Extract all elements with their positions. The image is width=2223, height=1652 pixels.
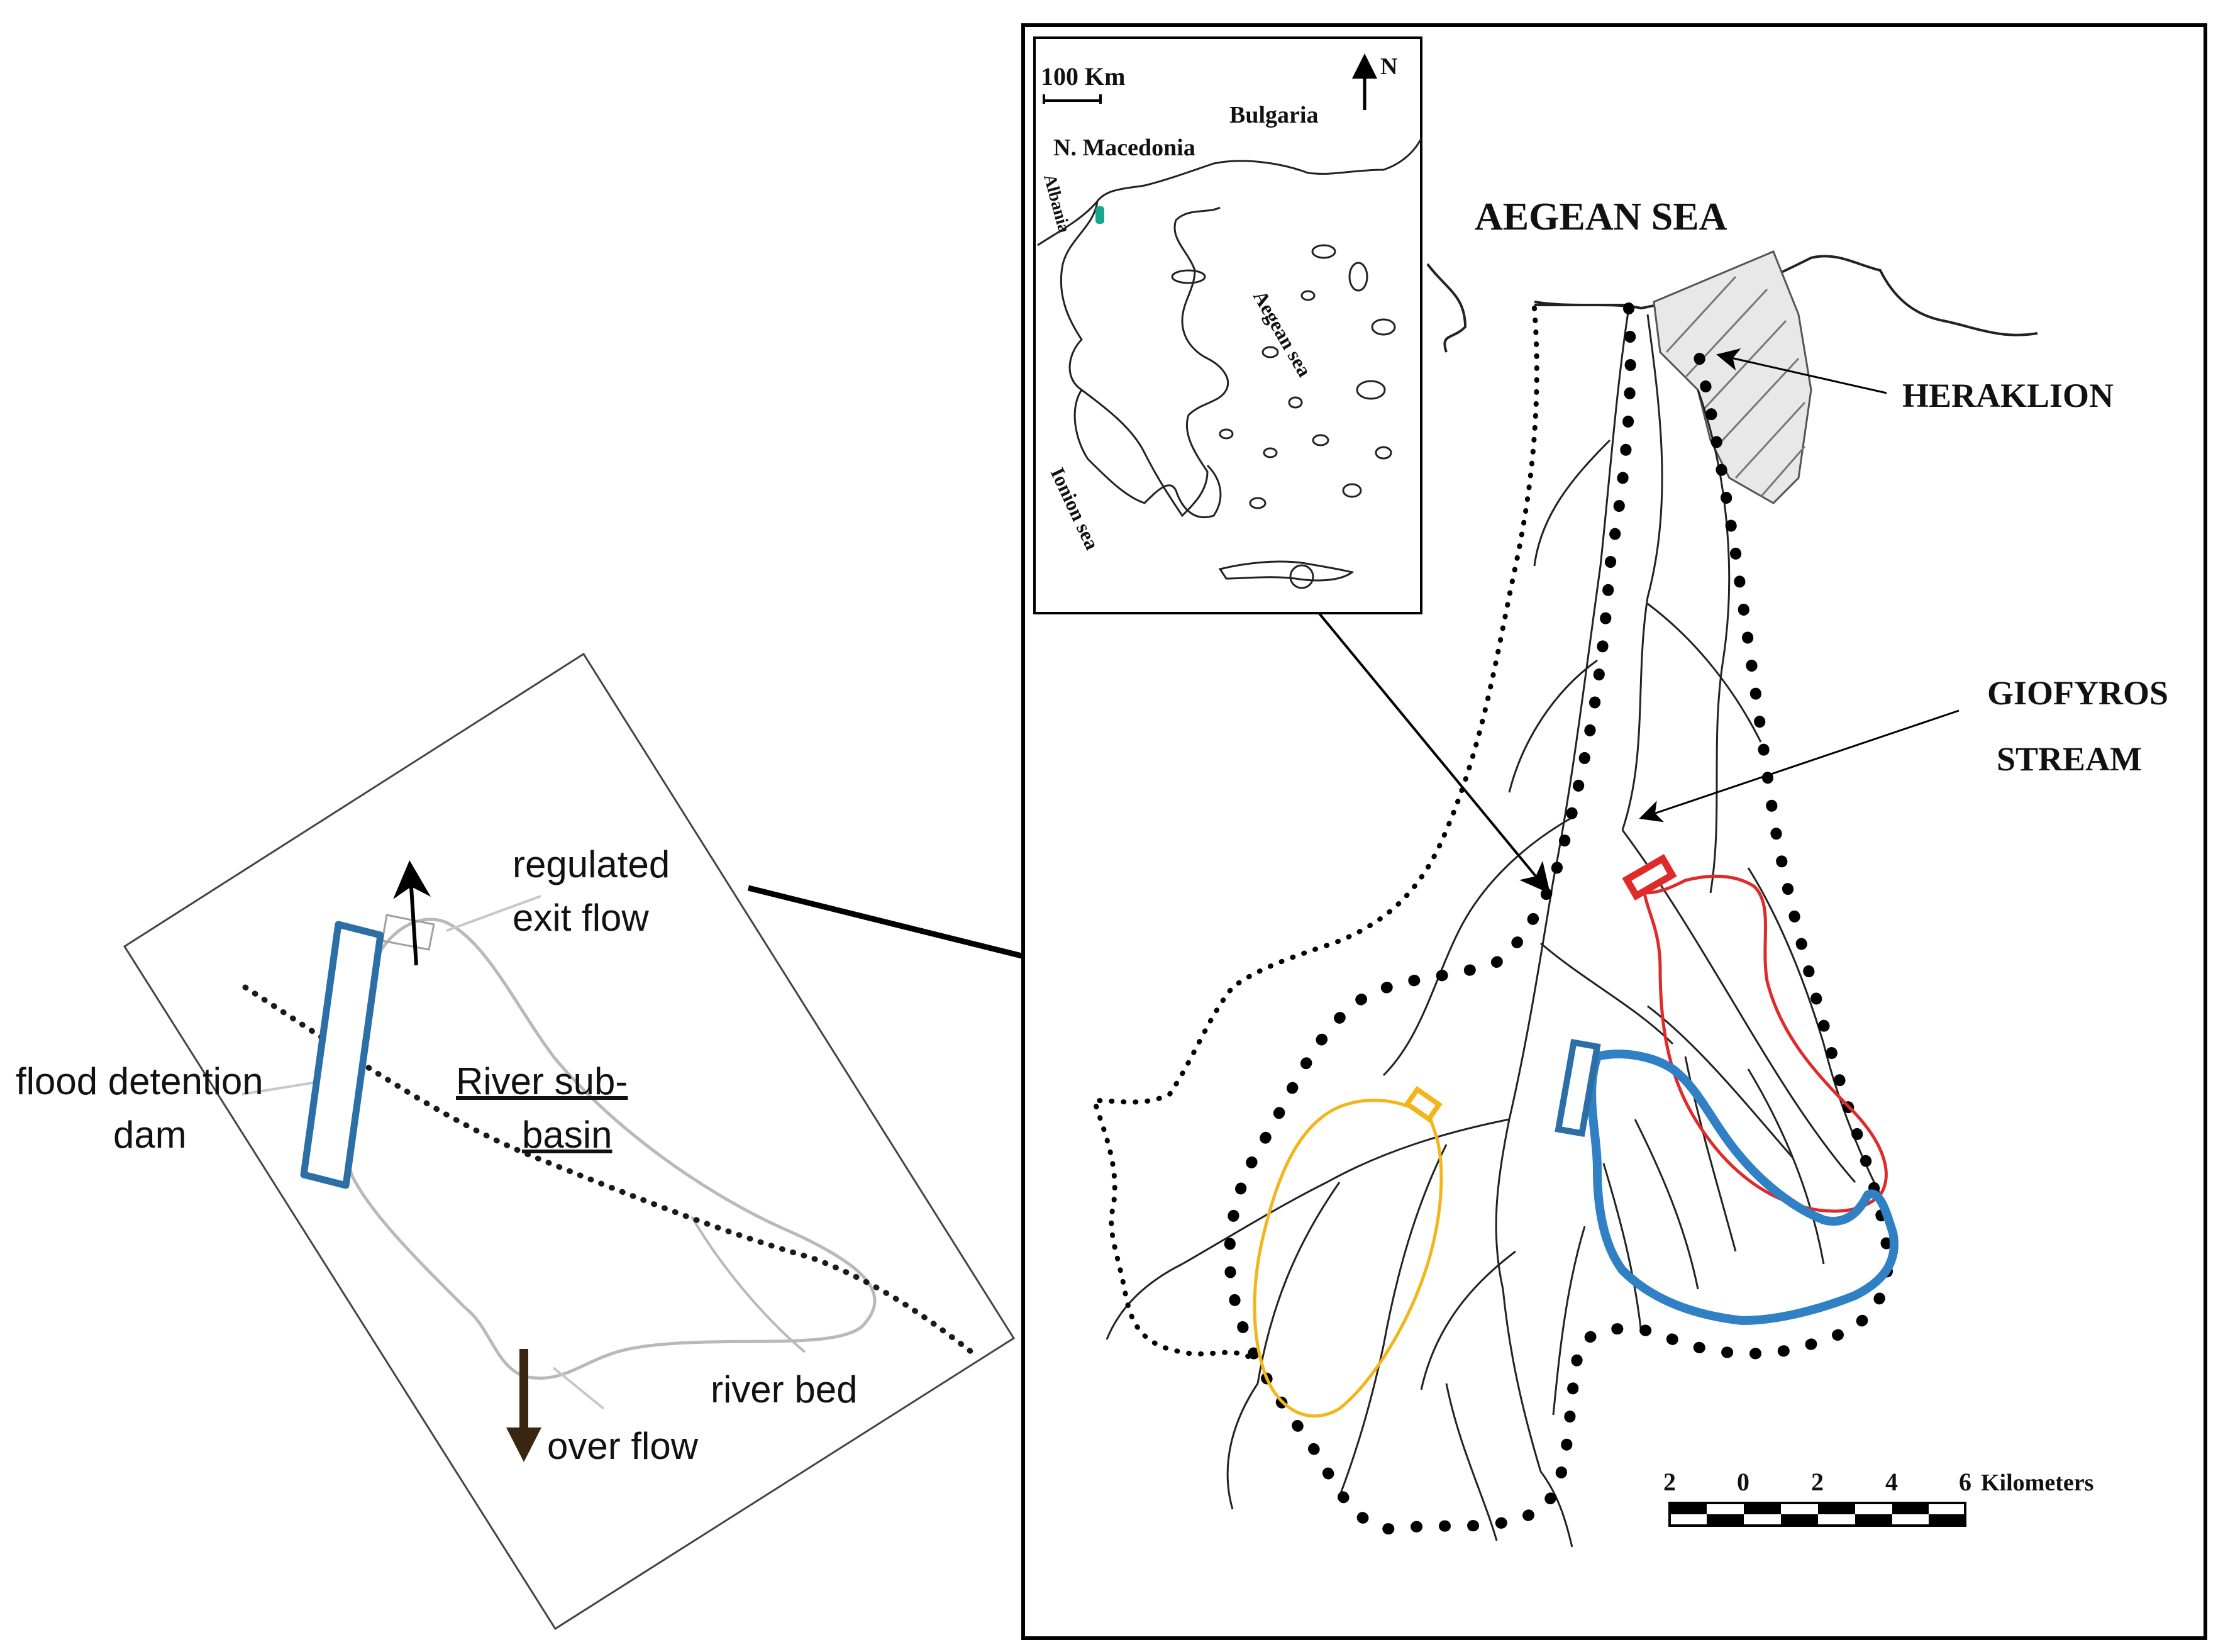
urban-hatch <box>1665 275 1806 497</box>
study-area-locator <box>1289 564 1314 589</box>
heraklion-pointer <box>1716 348 1887 394</box>
giofyros-label-1: GIOFYROS <box>1987 674 2168 712</box>
inset-locator-pointer <box>1310 602 1551 894</box>
kilometers-scale-bar <box>1668 1502 1966 1527</box>
overflow-leader <box>552 1367 605 1410</box>
riverbed-label: river bed <box>711 1368 857 1411</box>
subbasin-label-2: basin <box>522 1114 612 1156</box>
bulgaria-label: Bulgaria <box>1229 102 1318 128</box>
north-arrowhead <box>1352 53 1377 79</box>
yellow-subbasin <box>1253 1099 1443 1418</box>
red-subbasin <box>1643 875 1888 1213</box>
inset-map: 100 Km N Bulgaria N. Macedonia Albania A… <box>1033 36 1422 614</box>
inset-scale-label: 100 Km <box>1041 62 1125 91</box>
regulated-exit-arrow <box>393 860 431 966</box>
north-label: N <box>1380 53 1397 80</box>
dam-label-2: dam <box>113 1114 187 1156</box>
scale-tick-3: 4 <box>1885 1468 1898 1496</box>
schematic-frame <box>123 652 1016 1631</box>
overflow-label: over flow <box>547 1425 699 1467</box>
red-outlet <box>1622 853 1677 901</box>
dam-label-1: flood detention <box>16 1060 263 1102</box>
heraklion-label: HERAKLION <box>1902 377 2114 414</box>
giofyros-label-2: STREAM <box>1997 740 2142 778</box>
blue-subbasin <box>1587 1050 1899 1325</box>
peloponnese <box>1073 389 1222 519</box>
outlet-structure <box>381 914 435 951</box>
scale-tick-2: 2 <box>1811 1468 1824 1496</box>
scale-tick-4: 6 <box>1959 1468 1971 1496</box>
blue-dam <box>1555 1038 1601 1138</box>
scale-unit: Kilometers <box>1981 1470 2093 1496</box>
giofyros-pointer <box>1639 709 1960 823</box>
scale-tick-1: 0 <box>1737 1468 1749 1496</box>
west-basin-boundary <box>1090 306 1539 1361</box>
scale-tick-0: 2 <box>1663 1468 1676 1496</box>
overflow-arrowhead <box>506 1427 541 1462</box>
regulated-label-1: regulated <box>513 843 670 885</box>
subbasin-label-1: River sub- <box>456 1060 628 1102</box>
macedonia-label: N. Macedonia <box>1053 135 1195 161</box>
watershed-divide-dotted <box>242 984 975 1355</box>
aegean-sea-label: AEGEAN SEA <box>1475 196 1727 238</box>
river-bed-line <box>690 1216 806 1353</box>
coastline <box>1426 255 2038 353</box>
aegean-islands <box>1171 244 1396 509</box>
schematic-panel: regulated exit flow flood detention dam … <box>16 652 1016 1631</box>
regulated-flow-leader <box>446 895 541 932</box>
greece-marker <box>1095 206 1104 224</box>
yellow-outlet <box>1404 1085 1443 1123</box>
flood-detention-dam <box>300 921 384 1189</box>
inset-frame <box>1033 36 1422 614</box>
regulated-label-2: exit flow <box>513 897 649 939</box>
crete <box>1218 560 1355 582</box>
